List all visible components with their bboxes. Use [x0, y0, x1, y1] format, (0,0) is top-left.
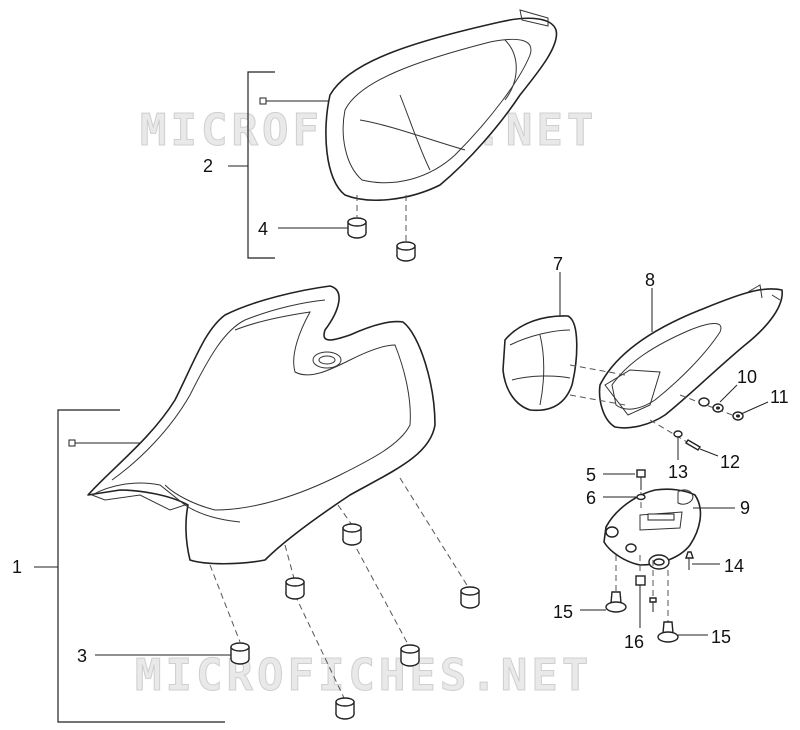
bracket-group-1	[34, 409, 225, 723]
callout-4: 4	[258, 219, 268, 239]
bracket-group-2	[228, 71, 330, 259]
screw-part-5	[603, 469, 646, 510]
callout-9: 9	[740, 498, 750, 518]
watermark-bottom: MICROFICHES.NET	[135, 650, 592, 701]
nut-part-16	[635, 555, 657, 628]
rubber-mounts-part-15	[580, 555, 708, 643]
passenger-seat	[325, 9, 558, 201]
callout-15b: 15	[711, 627, 731, 647]
rider-seat	[87, 285, 436, 565]
lock-bracket-part-9	[603, 488, 735, 570]
callout-15a: 15	[553, 602, 573, 622]
callout-14: 14	[724, 556, 744, 576]
callout-1: 1	[12, 557, 22, 577]
screw-part-14	[685, 551, 720, 570]
callout-3: 3	[77, 646, 87, 666]
callout-5: 5	[586, 465, 596, 485]
callout-11: 11	[770, 387, 789, 407]
callout-6: 6	[586, 488, 596, 508]
seat-pad-part-7	[502, 272, 578, 412]
callout-7: 7	[553, 254, 563, 274]
callout-2: 2	[203, 156, 213, 176]
tail-cover-part-8	[569, 284, 783, 429]
fasteners-part-10-11	[679, 384, 769, 421]
grommet-part-4	[278, 195, 416, 262]
callout-8: 8	[645, 270, 655, 290]
grommets-part-3	[95, 477, 480, 720]
callout-16: 16	[624, 632, 644, 652]
callout-13: 13	[668, 462, 688, 482]
callout-12: 12	[720, 452, 740, 472]
callout-10: 10	[737, 367, 757, 387]
screws-part-12-13	[649, 419, 719, 460]
